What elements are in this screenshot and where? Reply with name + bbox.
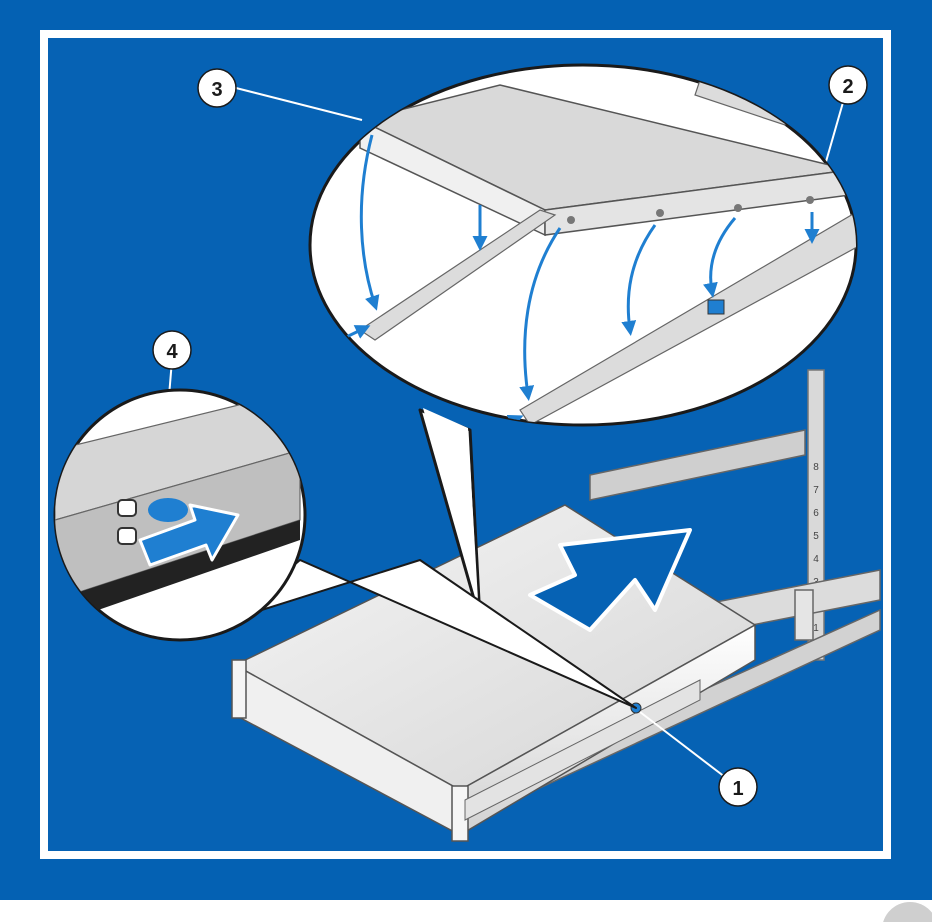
- callout-4: 4: [153, 331, 191, 369]
- rail-front-bracket: [795, 590, 813, 640]
- inset-slot-2: [118, 528, 136, 544]
- inset-latch-hole: [148, 498, 188, 522]
- rack-post-number: 7: [813, 485, 819, 496]
- rack-post-number: 8: [813, 462, 819, 473]
- detail-standoff-2: [656, 209, 664, 217]
- callout-3-label: 3: [211, 79, 222, 101]
- detail-rail-slot: [708, 300, 724, 314]
- rack-post-number: 5: [813, 531, 819, 542]
- callout-3: 3: [198, 69, 236, 107]
- detail-standoff-3: [734, 204, 742, 212]
- rack-post-number: 6: [813, 508, 819, 519]
- rack-post-number: 1: [813, 623, 819, 634]
- page-corner-badge: [882, 902, 932, 922]
- detail-standoff-1: [567, 216, 575, 224]
- inset-slot-1: [118, 500, 136, 516]
- rack-post-number: 4: [813, 554, 819, 565]
- callout-2: 2: [829, 66, 867, 104]
- callout-4-label: 4: [166, 341, 178, 363]
- callout-1-label: 1: [732, 778, 743, 800]
- detail-standoff-4: [806, 196, 814, 204]
- callout-1: 1: [719, 768, 757, 806]
- callout-2-label: 2: [842, 76, 853, 98]
- chassis-left-ear: [232, 660, 246, 718]
